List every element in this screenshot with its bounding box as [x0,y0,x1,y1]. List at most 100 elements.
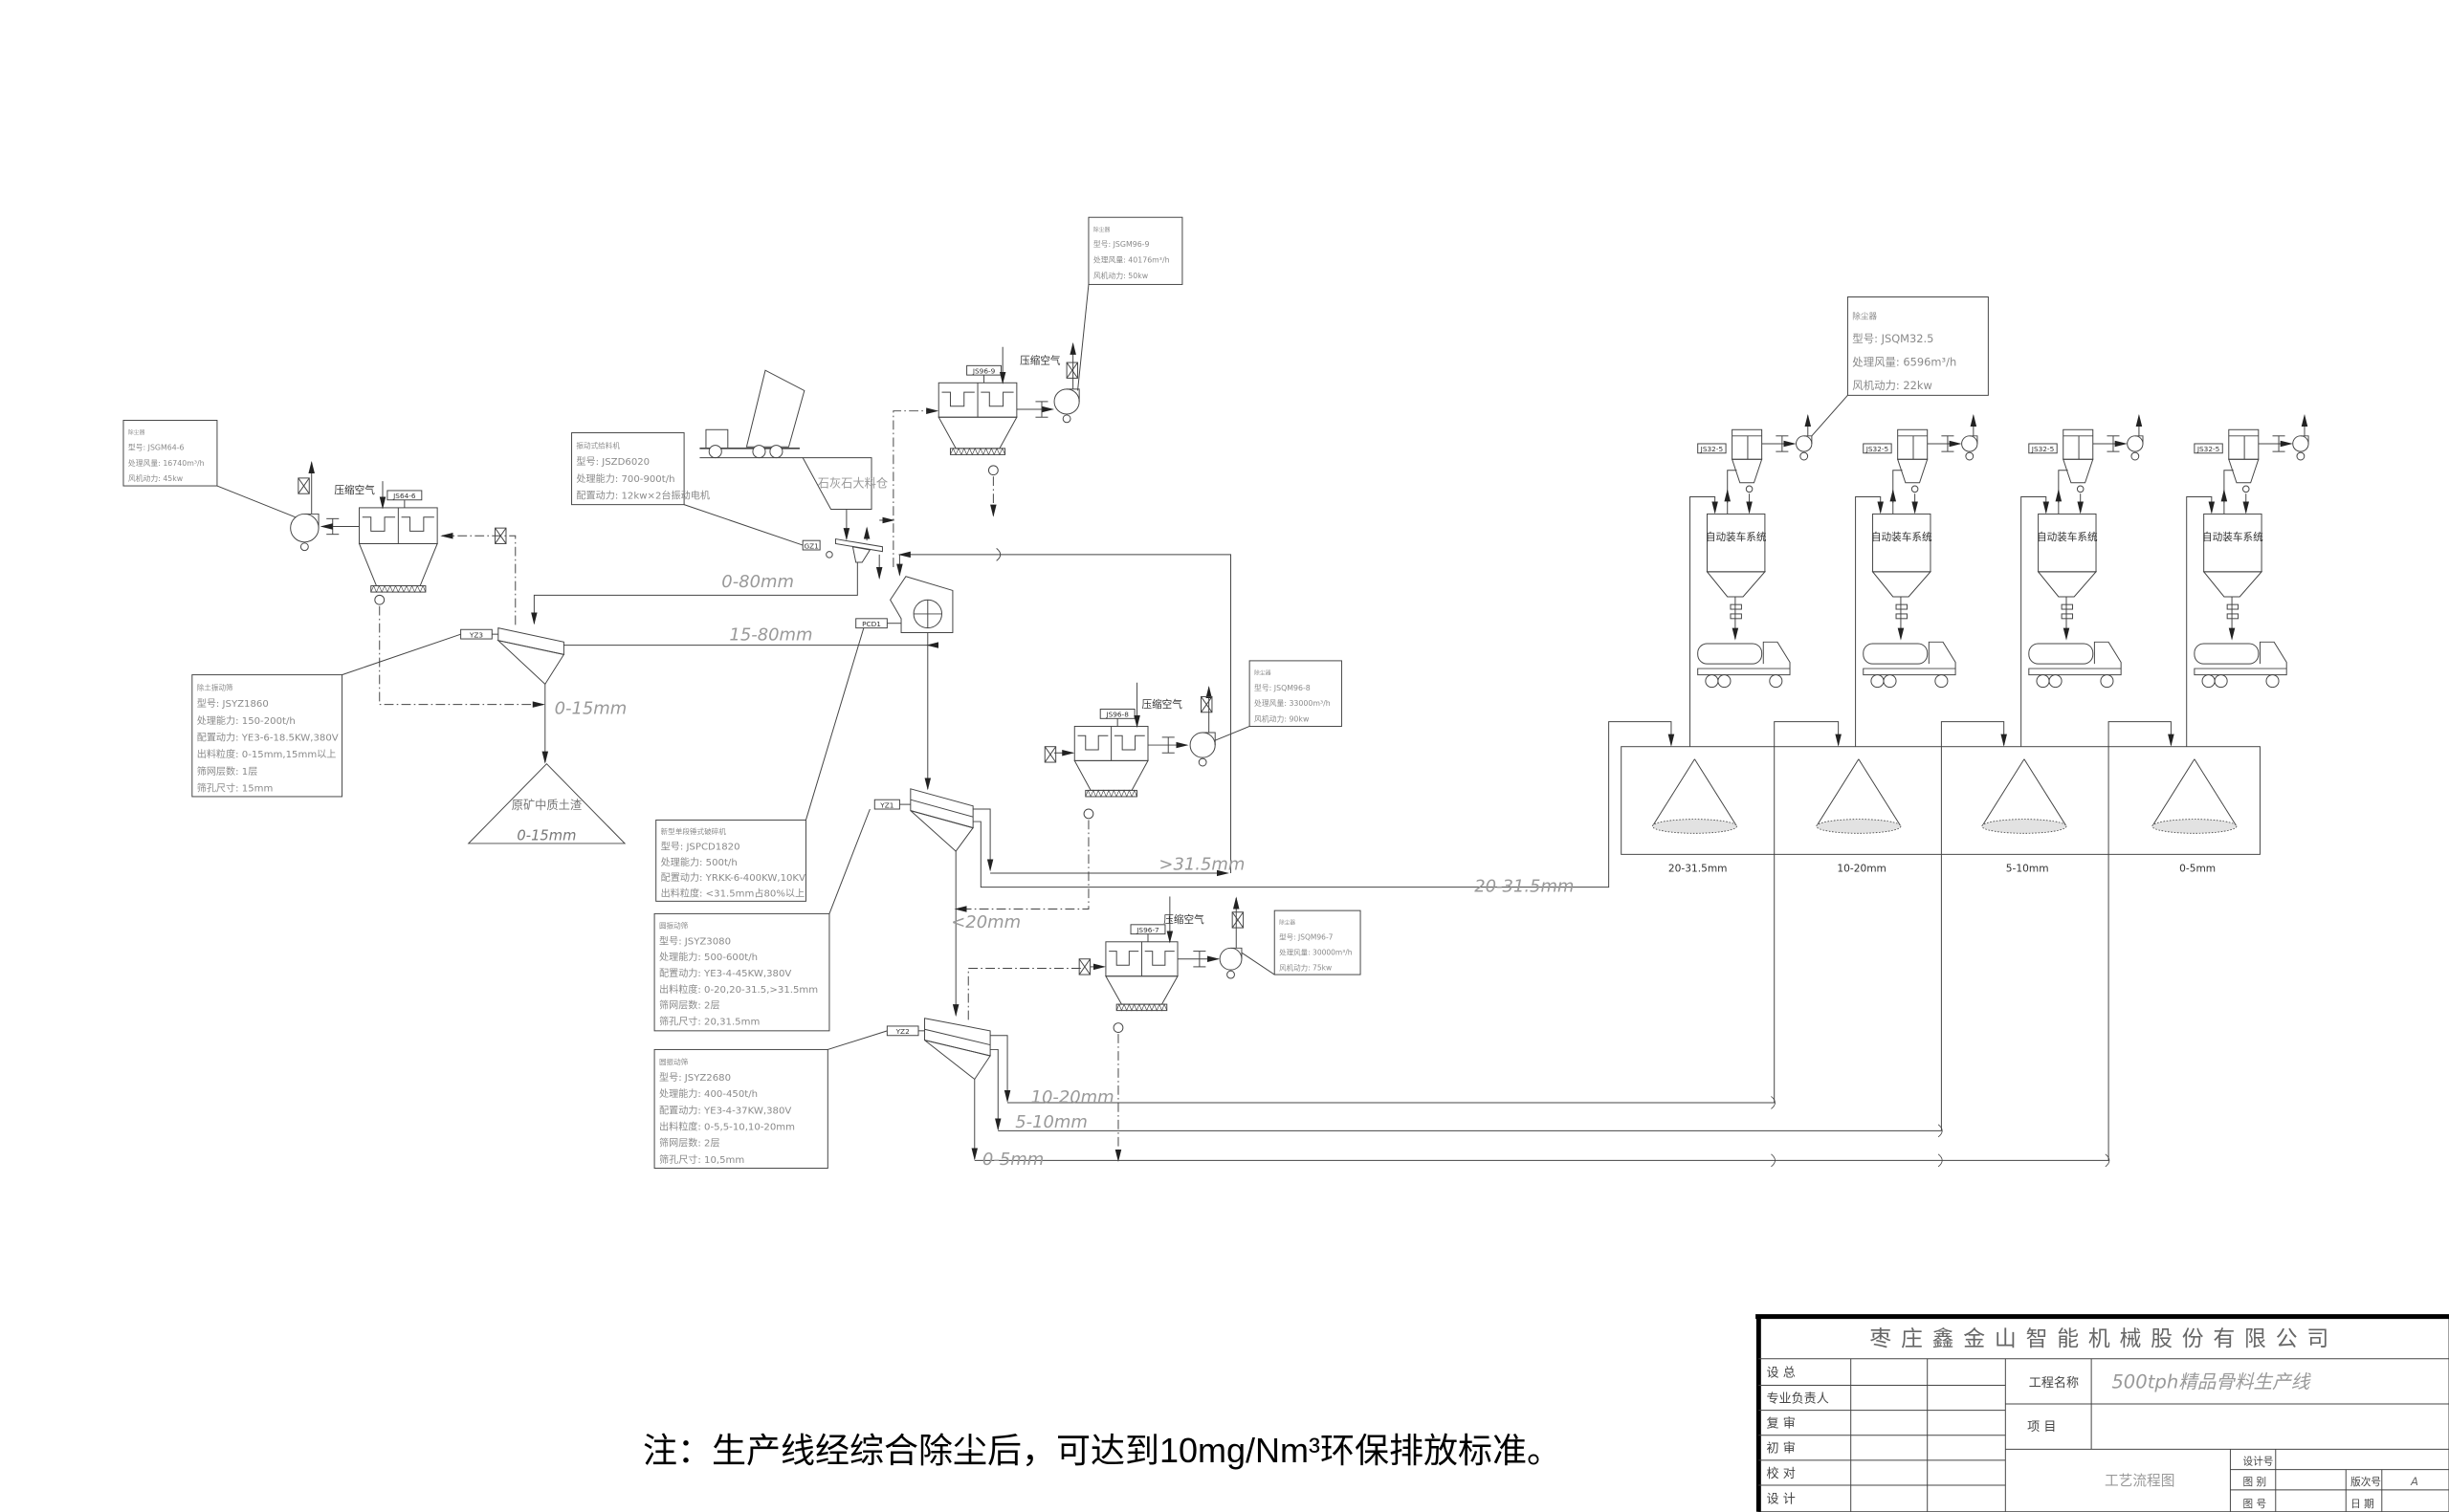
bag-filter-js96-8-bag [1114,734,1145,751]
flow-label-5-10mm: 5-10mm [1015,1112,1088,1132]
damper-icon [495,527,507,544]
bag-filter-js64-6-bag [362,516,396,532]
flow-line-20-31-5 [973,721,1675,888]
tanker-truck-icon [2194,643,2260,665]
revision-label: 版次号 [2350,1476,2381,1488]
discharge-valve-icon [1113,1022,1124,1033]
info-screen-jsyz1860-line: 处理能力: 150-200t/h [197,714,296,727]
loading-unit-3-fan-icon [2127,435,2144,452]
tanker-truck-icon [1870,674,1885,689]
info-dust-collector-jsqm96-7-line: 型号: JSQM96-7 [1279,932,1334,941]
motor-icon [1198,757,1207,767]
info-dust-collector-jsqm96-8-line: 处理风量: 33000m³/h [1254,698,1331,708]
info-dust-collector-jsqm32-5-line: 风机动力: 22kw [1852,379,1932,392]
tanker-truck-icon [1934,674,1949,689]
flow-line [973,808,994,872]
stockpile-cone [1694,758,1737,827]
motor-icon [1226,970,1235,979]
pile-label: 原矿中质土渣 [512,798,582,812]
role-label: 设 总 [1767,1366,1796,1380]
info-dust-collector-jsqm96-7-frame [1273,909,1361,975]
gate-valve-icon [1895,603,1908,610]
drawing-no-label: 图 号 [2242,1498,2266,1510]
loading-unit-3-silo-cone [2037,571,2098,598]
stockpile-label: 20-31.5mm [1668,862,1728,874]
gate-valve-icon [2226,613,2239,620]
info-screen-jsyz3080-line: 型号: JSYZ3080 [659,934,731,947]
flow-line-0-80 [531,562,858,625]
screen-yz1-hopper [910,810,974,852]
stockpile-shed [1621,746,2261,855]
flow-line-10-20 [1007,721,1842,1104]
loading-unit-1-fan-outlet [1803,435,1813,444]
screen-yz2-deck [924,1028,991,1046]
info-crusher-jspcd1820-line: 出料粒度: <31.5mm占80%以上 [661,887,805,899]
damper-icon-x [1044,746,1057,763]
info-screen-jsyz2680-line: 配置动力: YE3-4-37KW,380V [659,1104,791,1116]
motor-icon [2130,451,2140,461]
flow-label-15-80mm: 15-80mm [729,625,812,646]
info-dust-collector-jsgm64-6-frame [122,419,218,487]
info-dust-collector-jsqm96-7-line: 除尘器 [1279,918,1295,926]
loading-unit-2-tag: JS32-5 [1865,445,1889,453]
info-dust-collector-jsgm64-6-line: 处理风量: 16740m³/h [128,458,205,468]
info-screen-jsyz3080-line: 筛网层数: 2层 [659,999,720,1012]
bag-filter-js96-8-screw-conveyor [1085,789,1137,798]
dump-truck-icon [745,369,805,448]
bag-filter-js96-9-screw-conveyor [949,448,1006,455]
fan-96-8-outlet [1202,732,1216,746]
screen-yz3 [497,627,564,655]
fan-96-9-outlet [1067,388,1080,402]
dust-return-line [379,605,545,708]
info-feeder-jszd6020-line: 型号: JSZD6020 [576,455,650,468]
hopper-label: 石灰石大料仓 [818,477,888,491]
loading-unit-4-tag: JS32-5 [2196,445,2220,453]
tanker-truck-icon [1883,674,1897,689]
bag-filter-js96-8-screw-icon [1085,789,1137,798]
bag-filter-js96-8-hopper [1073,759,1149,791]
fan-64-6-icon [290,513,320,543]
discharge-valve-icon [2242,485,2250,493]
loading-unit-4-silo-cone [2202,571,2263,598]
bag-filter-js64-6-tag-box [386,490,423,501]
line-crossing-icon [2105,1153,2110,1168]
leader-line [1077,284,1090,391]
tanker-truck-icon [2201,674,2216,689]
motor-icon [1965,451,1975,461]
loading-unit-1-vent-line [1727,470,1737,515]
loading-unit-3-vent-line [2058,470,2068,515]
stockpile-base [2151,819,2238,834]
role-label: 复 审 [1767,1417,1796,1432]
loading-unit-4-dust-filter-hopper [2228,458,2260,484]
loading-unit-1-feed-line [1689,495,1718,747]
info-crusher-jspcd1820-line: 型号: JSPCD1820 [661,840,740,852]
flow-line [990,1035,1011,1103]
damper-icon-x [1201,696,1213,713]
leader-line [1215,726,1250,741]
leader-line [1811,395,1848,437]
stockpile-cone [2151,758,2195,827]
stockpile-cone [2023,758,2067,827]
damper-icon [1201,695,1213,713]
design-no-label: 设计号 [2242,1456,2273,1468]
stockpile-cone [1981,758,2025,827]
screen-yz1-deck [910,799,974,818]
revision-value: A [2410,1475,2418,1488]
info-dust-collector-jsgm96-9-line: 型号: JSGM96-9 [1093,240,1150,249]
info-screen-jsyz2680-line: 筛网层数: 2层 [659,1137,720,1150]
info-dust-collector-jsqm32-5-line: 处理风量: 6596m³/h [1852,355,1956,368]
info-dust-collector-jsqm32-5-frame [1846,296,1989,396]
damper-icon [1231,911,1245,929]
info-feeder-jszd6020-frame [571,432,685,506]
bag-filter-js96-9-tag: JS96-9 [972,367,996,376]
loading-unit-4-fan-icon [2292,435,2309,452]
loading-unit-3-dust-filter [2063,428,2094,460]
flow-label-10-20mm: 10-20mm [1031,1087,1114,1107]
bag-filter-js96-7-bag [1109,951,1139,966]
dump-truck-icon [752,445,766,459]
damper-icon-x [1078,958,1091,975]
feeder-chute [851,546,871,563]
loading-unit-3-tag-box [2028,443,2058,454]
info-screen-jsyz2680-frame [653,1048,828,1170]
